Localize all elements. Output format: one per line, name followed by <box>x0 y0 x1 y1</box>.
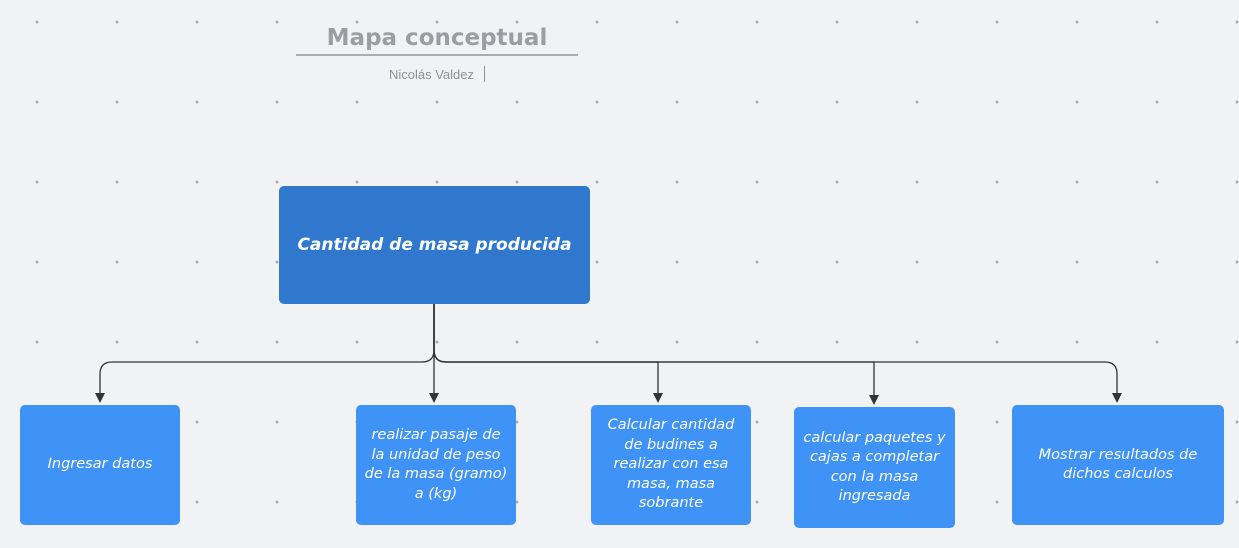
text-cursor <box>484 66 486 82</box>
child-node-ingresar-datos[interactable]: Ingresar datos <box>20 405 180 525</box>
child-node-label: calcular paquetes y cajas a completar co… <box>803 429 946 505</box>
connector-mostrar-resultados[interactable] <box>433 304 1122 403</box>
child-node-calcular-paquetes[interactable]: calcular paquetes y cajas a completar co… <box>794 407 955 528</box>
root-node[interactable]: Cantidad de masa producida <box>279 186 590 304</box>
child-node-label: realizar pasaje de la unidad de peso de … <box>364 427 508 502</box>
root-node-label: Cantidad de masa producida <box>297 235 572 255</box>
child-node-mostrar-resultados[interactable]: Mostrar resultados de dichos calculos <box>1012 405 1224 525</box>
title-block: Mapa conceptual Nicolás Valdez <box>296 22 578 82</box>
connector-calcular-paquetes[interactable] <box>433 304 879 405</box>
child-node-label: Ingresar datos <box>47 456 153 473</box>
child-node-label: Calcular cantidad de budines a realizar … <box>607 417 735 512</box>
page-title[interactable]: Mapa conceptual <box>296 22 578 56</box>
child-node-calcular-budines[interactable]: Calcular cantidad de budines a realizar … <box>591 405 751 525</box>
child-node-label: Mostrar resultados de dichos calculos <box>1038 446 1198 483</box>
child-node-pasaje-unidad[interactable]: realizar pasaje de la unidad de peso de … <box>356 405 516 525</box>
author-name[interactable]: Nicolás Valdez <box>388 67 475 82</box>
connector-calcular-budines[interactable] <box>433 304 663 403</box>
connector-ingresar-datos[interactable] <box>95 304 435 403</box>
author-line: Nicolás Valdez <box>296 66 578 82</box>
